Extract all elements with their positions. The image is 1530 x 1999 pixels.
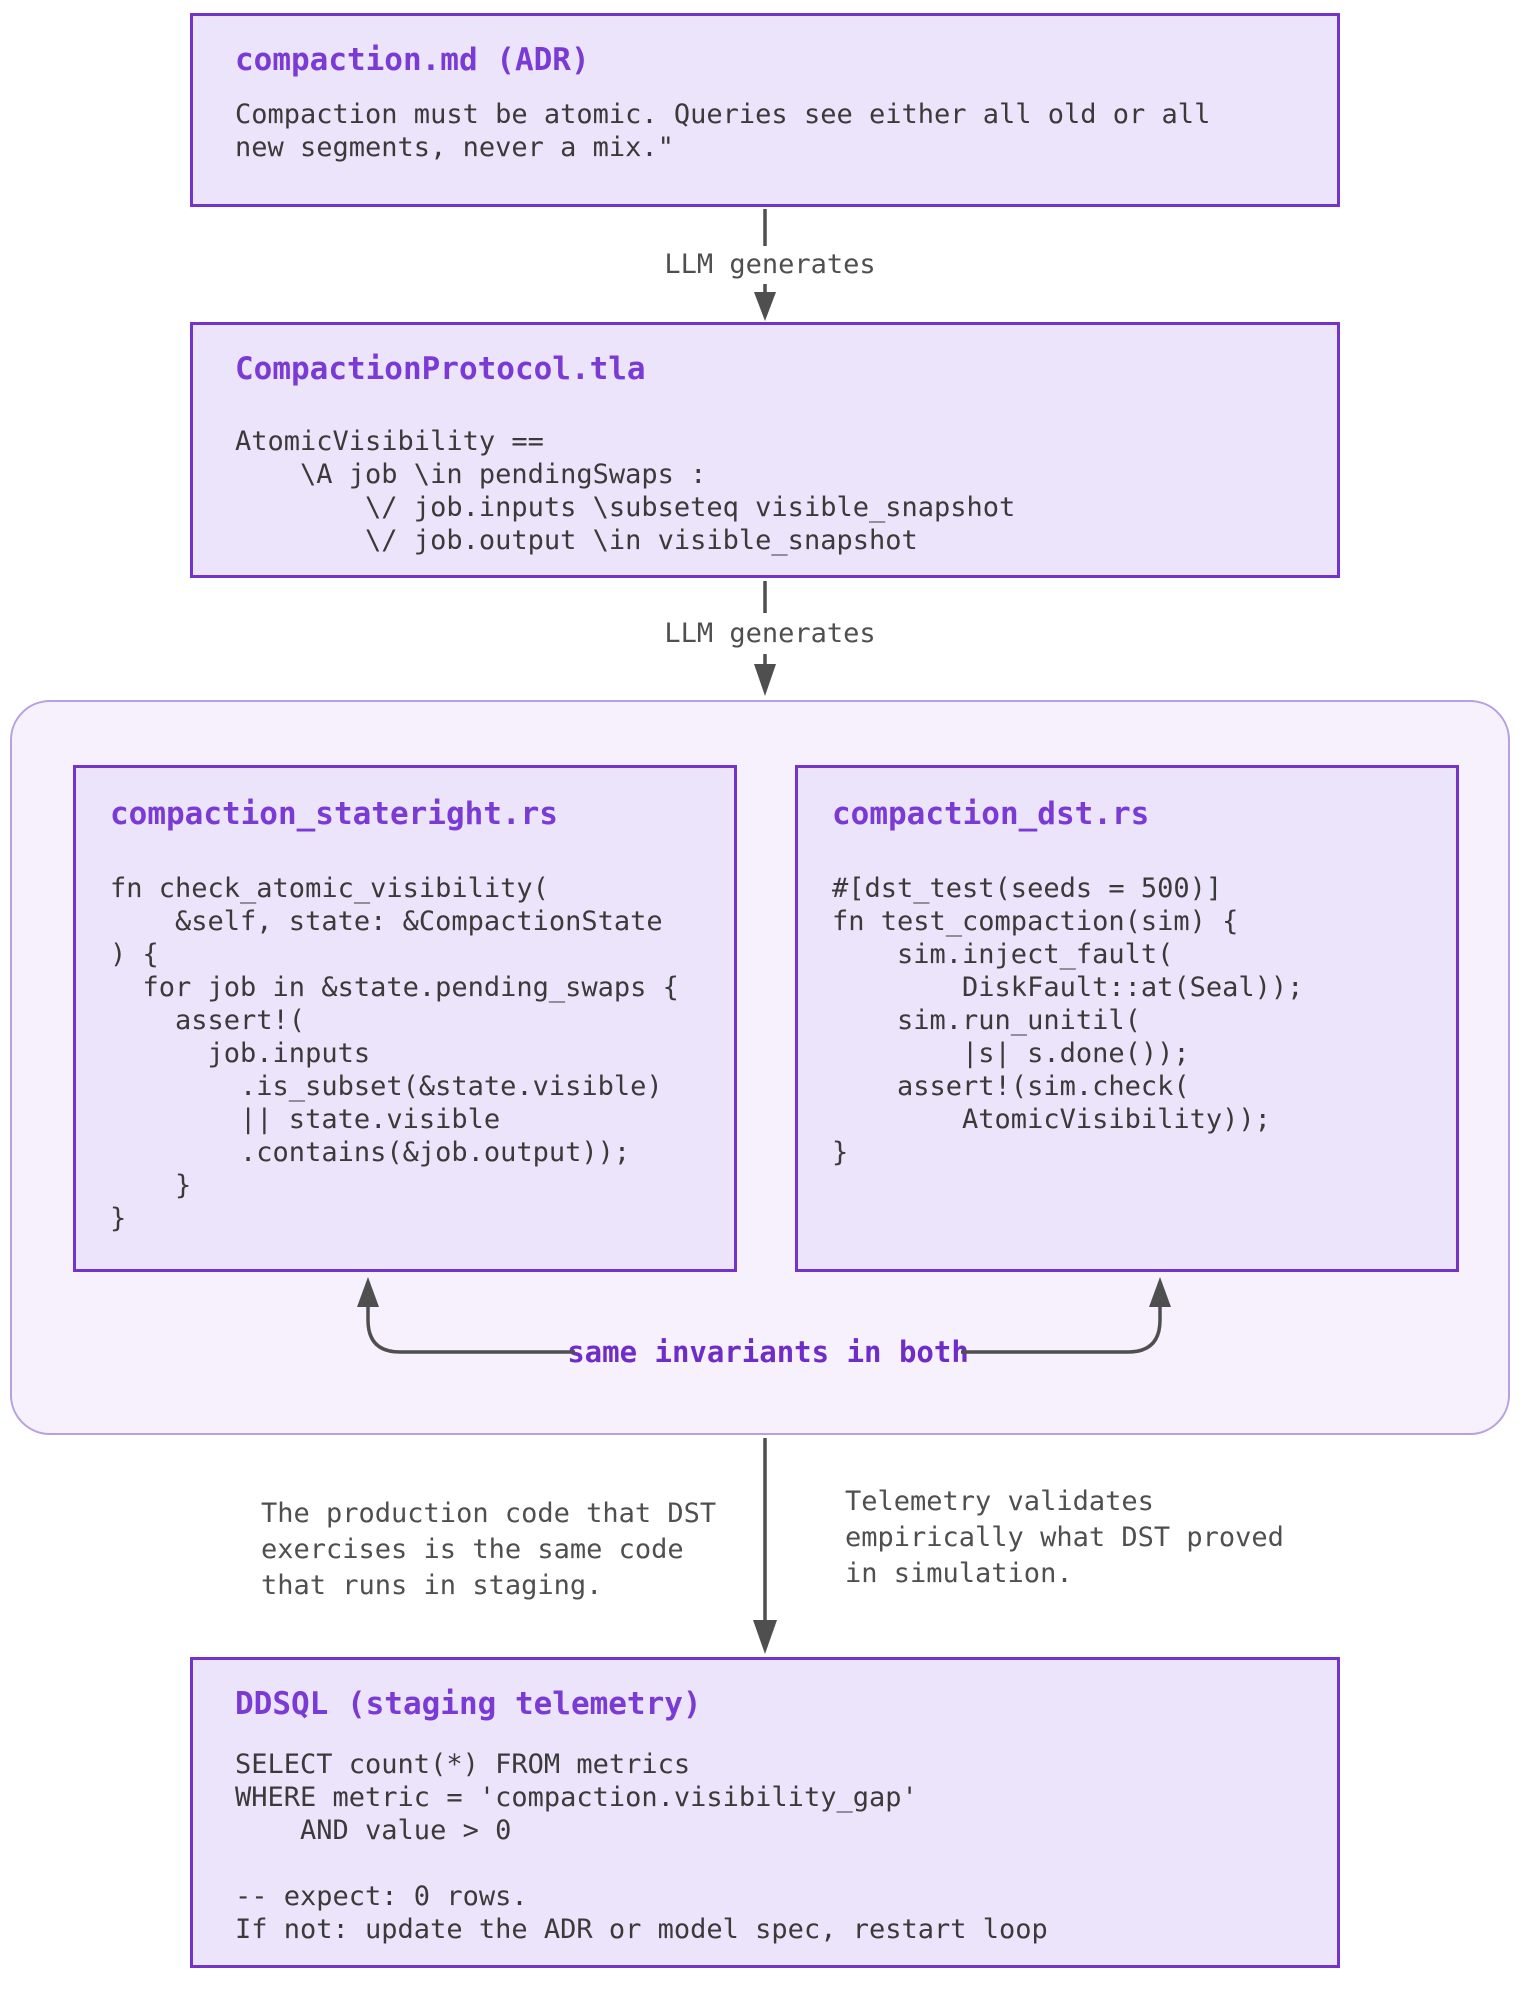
left-note: The production code that DST exercises i… [261,1498,717,1601]
same-invariants-label: same invariants in both [567,1335,969,1369]
adr-box-title: compaction.md (ADR) [235,42,590,78]
ddsql-box: DDSQL (staging telemetry) SELECT count(*… [190,1657,1340,1968]
stateright-box: compaction_stateright.rs fn check_atomic… [73,765,737,1272]
tla-box-title: CompactionProtocol.tla [235,351,646,387]
llm-generates-label-1: LLM generates [664,249,876,280]
adr-box-body: Compaction must be atomic. Queries see e… [235,99,1211,163]
ddsql-box-title: DDSQL (staging telemetry) [235,1686,702,1722]
stateright-box-title: compaction_stateright.rs [110,796,558,832]
dst-box: compaction_dst.rs #[dst_test(seeds = 500… [795,765,1459,1272]
right-note: Telemetry validates empirically what DST… [845,1486,1284,1589]
llm-generates-label-2: LLM generates [664,618,876,649]
tla-box-code: AtomicVisibility == \A job \in pendingSw… [235,426,1016,556]
ddsql-box-code: SELECT count(*) FROM metrics WHERE metri… [235,1749,1048,1945]
dst-box-title: compaction_dst.rs [832,796,1150,832]
dst-box-code: #[dst_test(seeds = 500)] fn test_compact… [832,873,1304,1168]
stateright-box-code: fn check_atomic_visibility( &self, state… [110,873,679,1234]
tla-box: CompactionProtocol.tla AtomicVisibility … [190,322,1340,578]
adr-box: compaction.md (ADR) Compaction must be a… [190,13,1340,207]
flow-arrow-3 [753,1438,777,1654]
